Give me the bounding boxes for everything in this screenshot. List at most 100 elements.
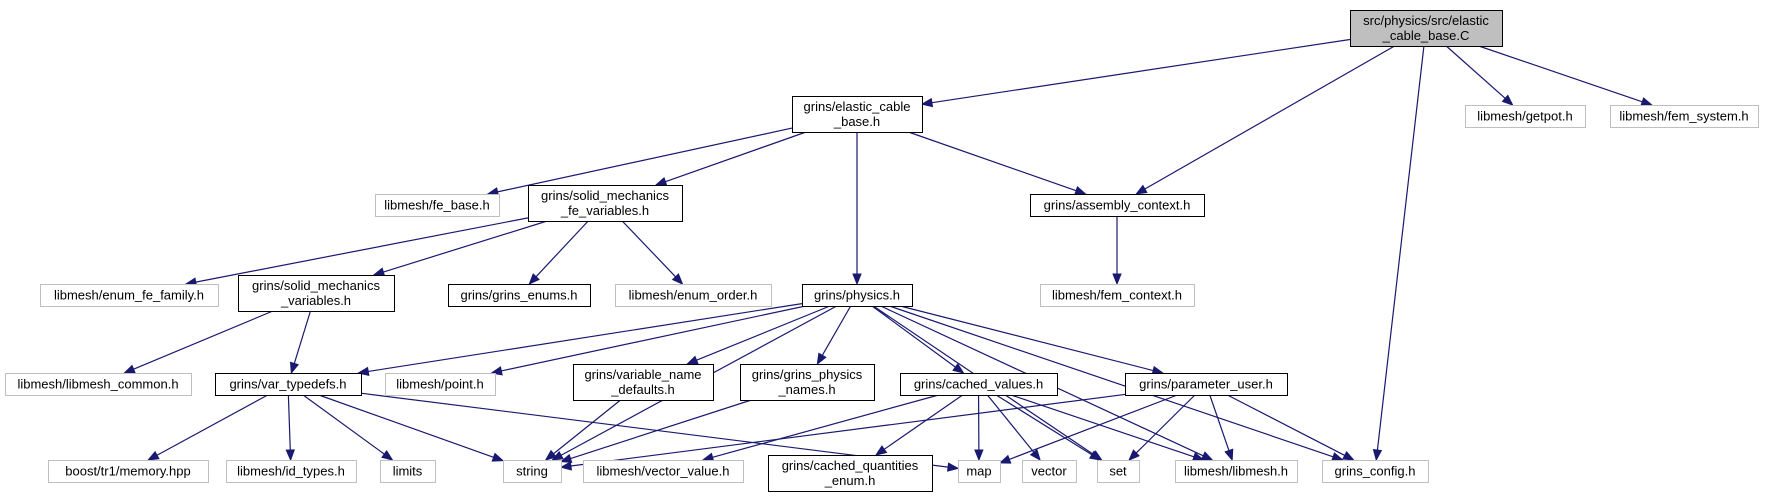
node-grins-enums[interactable]: grins/grins_enums.h xyxy=(448,284,591,307)
node-root[interactable]: src/physics/src/elastic_cable_base.C xyxy=(1350,10,1503,47)
edge-line xyxy=(908,131,1077,192)
node-label: grins/solid_mechanics xyxy=(541,188,669,203)
node-fem-system: libmesh/fem_system.h xyxy=(1610,105,1759,128)
node-id-types: libmesh/id_types.h xyxy=(226,460,357,483)
include-edge-parameter_user-to-map xyxy=(998,394,1178,464)
edge-line xyxy=(889,305,1334,458)
node-label: _defaults.h xyxy=(610,382,675,397)
node-solid-vars[interactable]: grins/solid_mechanics_variables.h xyxy=(238,275,395,312)
node-box xyxy=(1040,284,1195,307)
edge-line xyxy=(501,305,806,372)
edge-line xyxy=(1209,394,1230,451)
include-edge-parameter_user-to-grins_config xyxy=(1227,394,1355,461)
edge-line xyxy=(1227,394,1346,456)
include-edge-root-to-fem_system xyxy=(1478,45,1654,107)
node-label: libmesh/point.h xyxy=(396,377,483,392)
node-label: grins/grins_enums.h xyxy=(460,288,577,303)
node-vector-value: libmesh/vector_value.h xyxy=(583,460,744,483)
node-box xyxy=(238,275,395,312)
include-edge-physics-to-grins_physics_names xyxy=(816,305,852,366)
edge-line xyxy=(383,220,548,273)
node-box xyxy=(740,364,875,401)
edge-line xyxy=(553,399,621,455)
node-physics[interactable]: grins/physics.h xyxy=(802,284,913,307)
node-assembly-context[interactable]: grins/assembly_context.h xyxy=(1030,194,1205,217)
edge-line xyxy=(1144,45,1395,190)
edge-line xyxy=(570,393,1126,467)
node-map: map xyxy=(958,460,1001,483)
include-edge-parameter_user-to-string xyxy=(559,393,1126,471)
node-box xyxy=(615,284,772,307)
node-label: libmesh/libmesh.h xyxy=(1184,464,1288,479)
edge-line xyxy=(1009,394,1178,460)
node-variable-name-defaults[interactable]: grins/variable_name_defaults.h xyxy=(573,364,714,401)
node-solid-fe-vars[interactable]: grins/solid_mechanics_fe_variables.h xyxy=(528,185,683,222)
include-edge-var_typedefs-to-string xyxy=(318,394,505,462)
node-box xyxy=(1030,194,1205,217)
node-label: libmesh/fem_context.h xyxy=(1052,288,1182,303)
node-box xyxy=(1022,460,1077,483)
node-box xyxy=(802,284,913,307)
node-label: vector xyxy=(1031,464,1067,479)
arrowhead-icon xyxy=(285,449,295,462)
include-edge-solid_fe_vars-to-solid_vars xyxy=(372,220,548,277)
node-box xyxy=(448,284,591,307)
arrowhead-icon xyxy=(1135,184,1148,195)
node-label: limits xyxy=(393,464,423,479)
node-box xyxy=(380,460,436,483)
node-cached-quantities-enum[interactable]: grins/cached_quantities_enum.h xyxy=(768,455,933,492)
node-box xyxy=(900,373,1058,396)
include-edge-var_typedefs-to-id_types xyxy=(285,394,295,462)
node-libmesh-h: libmesh/libmesh.h xyxy=(1175,460,1298,483)
arrowhead-icon xyxy=(998,454,1012,464)
node-label: libmesh/fe_base.h xyxy=(384,198,490,213)
node-box xyxy=(958,460,1001,483)
node-fe-base: libmesh/fe_base.h xyxy=(375,194,500,217)
node-box xyxy=(48,460,209,483)
node-box xyxy=(375,194,500,217)
node-enum-order: libmesh/enum_order.h xyxy=(615,284,772,307)
edge-line xyxy=(821,305,852,356)
node-parameter-user[interactable]: grins/parameter_user.h xyxy=(1125,373,1288,396)
include-edge-cached_values-to-set xyxy=(995,394,1102,461)
arrowhead-icon xyxy=(147,450,160,461)
edge-line xyxy=(302,394,385,455)
node-box xyxy=(40,284,219,307)
node-box xyxy=(1350,10,1503,47)
node-grins-config: grins_config.h xyxy=(1322,460,1429,483)
node-label: boost/tr1/memory.hpp xyxy=(65,464,190,479)
node-label: libmesh/id_types.h xyxy=(237,464,345,479)
arrowhead-icon xyxy=(686,355,699,365)
include-edge-cached_values-to-vector xyxy=(986,394,1041,462)
node-label: _base.h xyxy=(833,114,880,129)
node-elastic-cable-base-h[interactable]: grins/elastic_cable_base.h xyxy=(792,96,923,133)
node-label: grins/physics.h xyxy=(814,288,900,303)
include-edge-solid_fe_vars-to-enum_order xyxy=(621,220,684,285)
arrowhead-icon xyxy=(528,273,540,285)
arrowhead-icon xyxy=(1088,450,1102,461)
arrowhead-icon xyxy=(671,273,684,285)
node-box xyxy=(768,455,933,492)
include-edge-var_typedefs-to-limits xyxy=(302,394,394,461)
edge-line xyxy=(1445,45,1506,99)
node-grins-physics-names[interactable]: grins/grins_physics_names.h xyxy=(740,364,875,401)
edge-line xyxy=(318,394,494,458)
arrowhead-icon xyxy=(1128,449,1140,461)
node-label: grins_config.h xyxy=(1335,464,1416,479)
node-limits: limits xyxy=(380,460,436,483)
node-label: string xyxy=(516,464,548,479)
edge-line xyxy=(368,303,803,373)
edge-line xyxy=(1376,45,1425,451)
node-box xyxy=(1097,460,1140,483)
node-libmesh-common: libmesh/libmesh_common.h xyxy=(5,373,192,396)
node-label: libmesh/getpot.h xyxy=(1477,109,1572,124)
include-edge-root-to-elastic_cable_base_h xyxy=(920,38,1351,108)
node-var-typedefs[interactable]: grins/var_typedefs.h xyxy=(215,373,362,396)
node-cached-values[interactable]: grins/cached_values.h xyxy=(900,373,1058,396)
arrowhead-icon xyxy=(123,364,136,374)
arrowhead-icon xyxy=(1112,273,1122,286)
include-edge-parameter_user-to-set xyxy=(1128,394,1196,461)
node-label: libmesh/vector_value.h xyxy=(597,464,730,479)
node-box xyxy=(5,373,192,396)
node-box xyxy=(1322,460,1429,483)
